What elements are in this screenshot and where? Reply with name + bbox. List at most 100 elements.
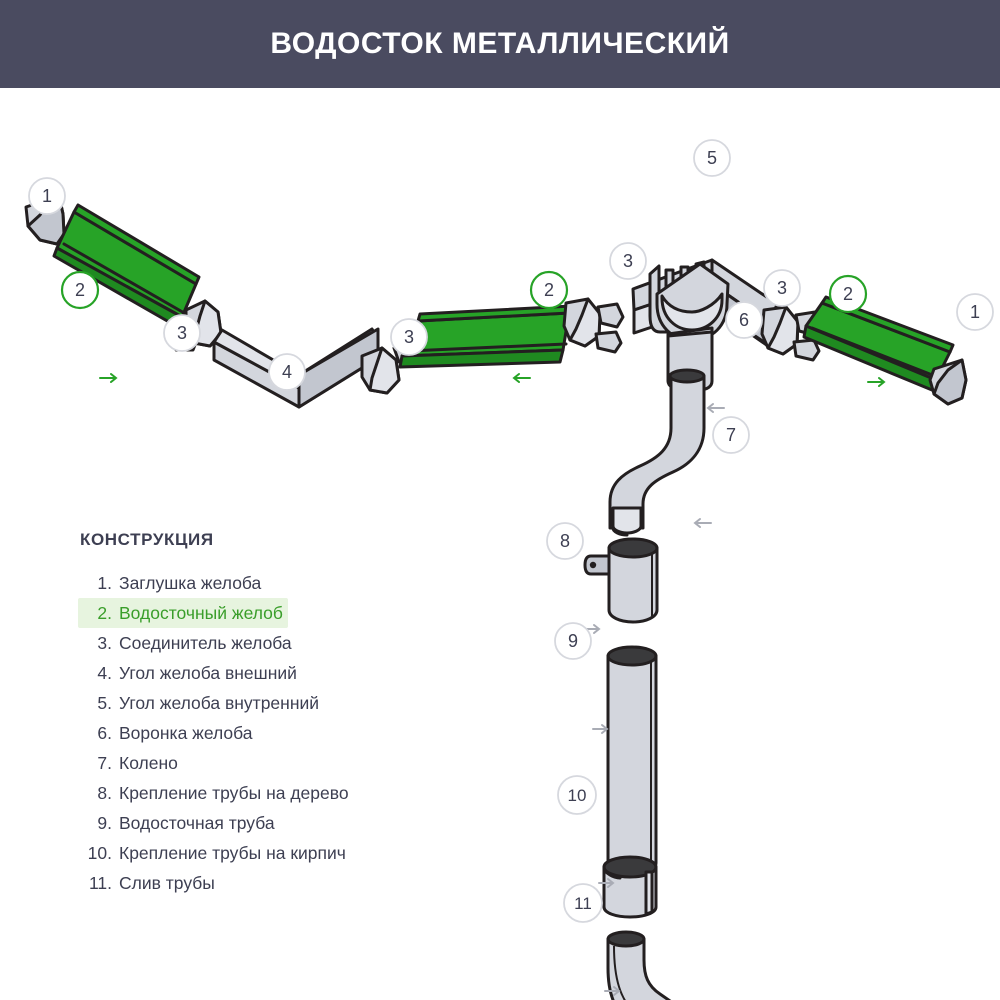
legend-item-10[interactable]: 10. Крепление трубы на кирпич bbox=[78, 838, 351, 868]
legend-item-7[interactable]: 7. Колено bbox=[78, 748, 183, 778]
callout-3[interactable]: 3 bbox=[763, 269, 801, 307]
legend-item-label: Слив трубы bbox=[119, 873, 215, 893]
callout-ring bbox=[554, 622, 592, 660]
legend-item-number: 1. bbox=[97, 573, 112, 593]
callout-ring bbox=[609, 242, 647, 280]
legend-item-label: Крепление трубы на кирпич bbox=[119, 843, 346, 863]
diagram-canvas: .mf { fill:#d3d6dd; stroke:#231f20; stro… bbox=[0, 88, 1000, 1000]
callout-label: 2 bbox=[843, 284, 853, 304]
callout-ring bbox=[712, 416, 750, 454]
legend-item-label: Колено bbox=[119, 753, 178, 773]
callout-label: 2 bbox=[75, 280, 85, 300]
callout-label: 3 bbox=[404, 327, 414, 347]
legend-item-label: Заглушка желоба bbox=[119, 573, 262, 593]
callout-2[interactable]: 2 bbox=[529, 270, 569, 310]
legend-item-label: Соединитель желоба bbox=[119, 633, 292, 653]
callout-label: 5 bbox=[707, 148, 717, 168]
legend-item-4[interactable]: 4. Угол желоба внешний bbox=[78, 658, 302, 688]
part-endcap-right bbox=[928, 358, 968, 406]
callout-ring bbox=[725, 301, 763, 339]
legend-title: КОНСТРУКЦИЯ bbox=[80, 530, 214, 549]
callout-label: 3 bbox=[777, 278, 787, 298]
callout-6[interactable]: 6 bbox=[725, 301, 763, 339]
legend-item-8[interactable]: 8. Крепление трубы на дерево bbox=[78, 778, 354, 808]
page-header: ВОДОСТОК МЕТАЛЛИЧЕСКИЙ bbox=[0, 0, 1000, 88]
legend-list: 1. Заглушка желоба 2. Водосточный желоб 3. Со… bbox=[78, 568, 458, 898]
callout-9[interactable]: 9 bbox=[554, 622, 592, 660]
callout-label: 4 bbox=[282, 362, 292, 382]
callout-label: 1 bbox=[42, 186, 52, 206]
callout-ring bbox=[563, 883, 603, 923]
callout-3[interactable]: 3 bbox=[390, 318, 428, 356]
legend-item-11[interactable]: 11. Слив трубы bbox=[78, 868, 220, 898]
legend-item-number: 6. bbox=[97, 723, 112, 743]
callout-5[interactable]: 5 bbox=[693, 139, 731, 177]
legend-panel: КОНСТРУКЦИЯ 1. Заглушка желоба 2. Водосточн… bbox=[78, 530, 458, 898]
callout-7[interactable]: 7 bbox=[712, 416, 750, 454]
callout-ring bbox=[268, 353, 306, 391]
callout-label: 7 bbox=[726, 425, 736, 445]
callout-3[interactable]: 3 bbox=[609, 242, 647, 280]
callout-label: 1 bbox=[970, 302, 980, 322]
legend-item-9[interactable]: 9. Водосточная труба bbox=[78, 808, 280, 838]
callout-ring bbox=[60, 270, 100, 310]
legend-item-number: 11. bbox=[88, 873, 112, 893]
callout-layer: 1 2 3 4 3 2 3 5 3 2 1 6 7 8 9 10 11 bbox=[28, 139, 994, 923]
callout-label: 8 bbox=[560, 531, 570, 551]
part-downpipe-upper bbox=[606, 645, 658, 875]
part-wood-bracket bbox=[583, 537, 659, 624]
callout-ring bbox=[693, 139, 731, 177]
part-gutter-left bbox=[52, 203, 201, 328]
callout-arrows bbox=[99, 373, 886, 996]
callout-4[interactable]: 4 bbox=[268, 353, 306, 391]
part-connector-mid2 bbox=[562, 297, 625, 354]
callout-ring bbox=[828, 274, 868, 314]
callout-label: 11 bbox=[574, 894, 592, 913]
callout-11[interactable]: 11 bbox=[563, 883, 603, 923]
legend-item-number: 2. bbox=[97, 603, 112, 623]
callout-ring bbox=[529, 270, 569, 310]
callout-ring bbox=[557, 775, 597, 815]
callout-3[interactable]: 3 bbox=[163, 314, 201, 352]
callout-label: 2 bbox=[544, 280, 554, 300]
callout-2[interactable]: 2 bbox=[828, 274, 868, 314]
legend-item-label: Водосточный желоб bbox=[119, 603, 283, 623]
legend-item-number: 8. bbox=[97, 783, 112, 803]
legend-item-3[interactable]: 3. Соединитель желоба bbox=[78, 628, 297, 658]
legend-item-number: 4. bbox=[97, 663, 112, 683]
legend-item-number: 9. bbox=[97, 813, 112, 833]
legend-item-number: 3. bbox=[97, 633, 112, 653]
callout-1[interactable]: 1 bbox=[28, 177, 66, 215]
callout-ring bbox=[763, 269, 801, 307]
legend-item-6[interactable]: 6. Воронка желоба bbox=[78, 718, 258, 748]
legend-item-label: Водосточная труба bbox=[119, 813, 275, 833]
callout-label: 3 bbox=[177, 323, 187, 343]
legend-item-label: Крепление трубы на дерево bbox=[119, 783, 349, 803]
legend-item-label: Воронка желоба bbox=[119, 723, 253, 743]
part-drain-spout bbox=[606, 930, 672, 1000]
callout-8[interactable]: 8 bbox=[546, 522, 584, 560]
callout-label: 9 bbox=[568, 631, 578, 651]
part-brick-bracket bbox=[602, 855, 658, 919]
page-title: ВОДОСТОК МЕТАЛЛИЧЕСКИЙ bbox=[270, 27, 730, 60]
callout-label: 10 bbox=[568, 786, 587, 805]
callout-ring bbox=[28, 177, 66, 215]
part-elbow bbox=[608, 368, 706, 537]
legend-item-number: 7. bbox=[97, 753, 112, 773]
callout-ring bbox=[163, 314, 201, 352]
callout-ring bbox=[390, 318, 428, 356]
callout-ring bbox=[956, 293, 994, 331]
legend-item-2[interactable]: 2. Водосточный желоб bbox=[78, 598, 288, 628]
callout-label: 3 bbox=[623, 251, 633, 271]
callout-2[interactable]: 2 bbox=[60, 270, 100, 310]
callout-label: 6 bbox=[739, 310, 749, 330]
legend-item-label: Угол желоба внешний bbox=[119, 663, 297, 683]
legend-item-number: 10. bbox=[87, 843, 112, 863]
callout-ring bbox=[546, 522, 584, 560]
legend-item-label: Угол желоба внутренний bbox=[119, 693, 320, 713]
legend-item-5[interactable]: 5. Угол желоба внутренний bbox=[78, 688, 324, 718]
legend-item-1[interactable]: 1. Заглушка желоба bbox=[78, 568, 266, 598]
callout-10[interactable]: 10 bbox=[557, 775, 597, 815]
legend-item-number: 5. bbox=[97, 693, 112, 713]
callout-1[interactable]: 1 bbox=[956, 293, 994, 331]
